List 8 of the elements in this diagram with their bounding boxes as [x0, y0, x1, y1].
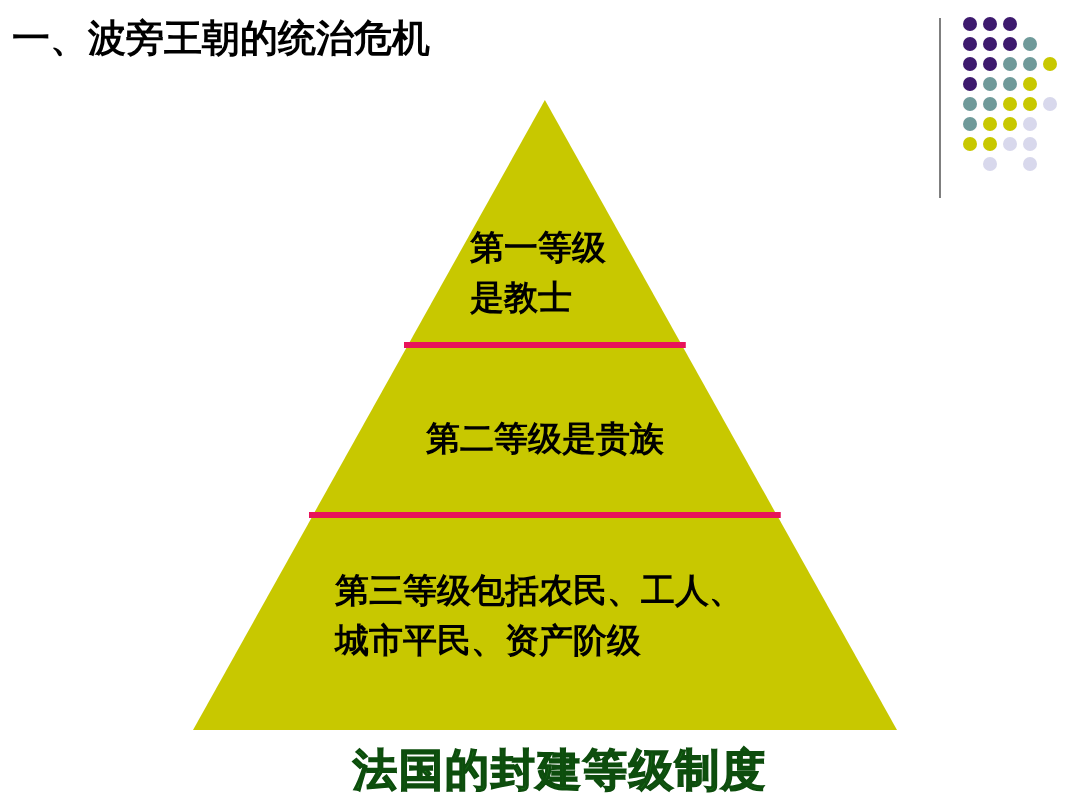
pyramid-section: [313, 345, 777, 515]
section-label: 第一等级是教士: [470, 227, 607, 318]
section-label: 第三等级包括农民、工人、城市平民、资产阶级: [335, 570, 744, 661]
section-label: 第二等级是贵族: [425, 418, 665, 459]
pyramid-section: [193, 515, 897, 730]
title: 一、波旁王朝的统治危机: [12, 16, 430, 61]
pyramid-top-section: [408, 100, 682, 345]
caption: 法国的封建等级制度: [352, 744, 768, 796]
